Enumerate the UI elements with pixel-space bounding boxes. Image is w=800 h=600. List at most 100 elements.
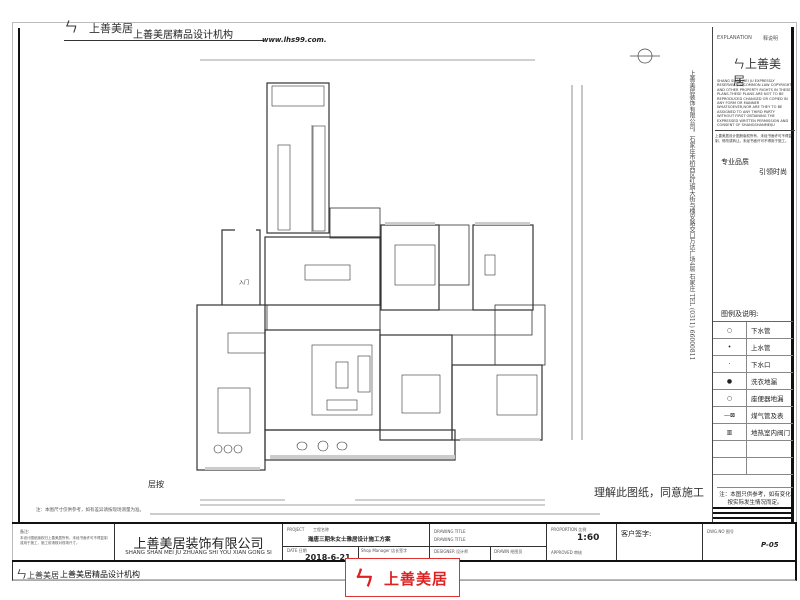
- master-suite: [196, 304, 266, 471]
- stamp-logo-icon: ㄣ: [354, 566, 374, 590]
- company-address: 上善美居装饰有限公司，石家庄市桥西区红旗大街与槐安路交口万达广场4层 石家庄 T…: [688, 70, 695, 361]
- drawn-label: DRAWN 绘图员: [494, 549, 523, 554]
- header-logo: ㄣ上善美居: [64, 20, 133, 36]
- logo-text: 上善美居: [89, 22, 133, 35]
- approved-label: APPROVED 审核: [551, 550, 583, 555]
- bedroom-4: [379, 334, 453, 441]
- legend-row: —⊠ 煤气管及表: [713, 407, 793, 424]
- hallway: [379, 309, 533, 336]
- slogan-2: 引领时尚: [759, 168, 787, 176]
- legend-row: ○ 下水管: [713, 322, 793, 339]
- dining-table: [304, 264, 351, 281]
- header-url[interactable]: www.lhs99.com.: [262, 36, 327, 44]
- plan-note: 注：本图尺寸仅供参考，如有差异请按现场测量为准。: [36, 508, 144, 513]
- water-pipe-icon: •: [713, 339, 747, 355]
- legend-row: ▥ 地热室内阀门: [713, 424, 793, 441]
- logo-text: 上善美居: [733, 57, 782, 88]
- drain-pipe-icon: ○: [713, 322, 747, 338]
- kitchen-counter: [312, 125, 326, 232]
- legend-table: ○ 下水管 • 上水管 · 下水口 ● 洗衣地漏 ○ 座便器地漏 —⊠ 煤气管及表 ▥ 地热室…: [713, 321, 793, 475]
- client-sign-cell: 客户签字:: [617, 524, 703, 560]
- gas-meter-icon: —⊠: [713, 407, 747, 423]
- date-label: DATE 日期: [287, 548, 307, 553]
- brand-stamp: ㄣ 上善美居: [345, 558, 460, 597]
- project-label-cn: 工程名称: [313, 527, 329, 532]
- legend-row: ○ 座便器地漏: [713, 390, 793, 407]
- footer-title: 上善美居精品设计机构: [60, 570, 140, 579]
- bed-2: [394, 244, 436, 286]
- north-arrow-icon: [630, 48, 660, 64]
- bedroom-3: [472, 224, 534, 311]
- remarks-title: 备注:: [20, 529, 30, 534]
- copyright-text: SHANG SHAN MEI JU EXPRESSLY RESERVES ITS…: [717, 79, 792, 128]
- legend-label: 上水管: [751, 344, 771, 352]
- entry-label: 入门: [239, 279, 249, 286]
- date-value: 2018-6-21: [305, 553, 351, 562]
- storage: [329, 207, 381, 239]
- frame-border: [18, 28, 20, 523]
- bedroom-2: [380, 224, 440, 311]
- legend-label: 下水口: [751, 361, 771, 369]
- corridor: [266, 304, 381, 331]
- drain-outlet-icon: ·: [713, 356, 747, 372]
- legend-label: 下水管: [751, 327, 771, 335]
- panel-logo: ㄣ上善美居: [733, 57, 782, 88]
- header-underline: [64, 40, 264, 41]
- legend-label: 座便器地漏: [751, 395, 784, 403]
- drawing-title-label: DRAWING TITLE: [434, 529, 466, 534]
- master-bed: [217, 387, 251, 434]
- legend-row: • 上水管: [713, 339, 793, 356]
- heating-valve-icon: ▥: [713, 424, 747, 440]
- designer-label: DESIGNER 设计师: [434, 549, 468, 554]
- bathroom: [227, 332, 266, 354]
- company-cell: 上善美居装饰有限公司 SHANG SHAN MEI JU ZHUANG SHI …: [115, 524, 283, 560]
- bathroom-2: [438, 224, 470, 286]
- drawing-title-cell: DRAWING TITLE DRAWING TITLE DESIGNER 设计师…: [430, 524, 547, 560]
- explanation-panel: EXPLANATION 释说明 ㄣ上善美居 SHANG SHAN MEI JU …: [712, 27, 795, 524]
- title-block: 备注: 本设计图纸版权归上善美居所有，未经书面许可不得复制或用于施工，施工前请核…: [12, 522, 797, 562]
- floor-drain-icon: ●: [713, 373, 747, 389]
- dining-room: [264, 236, 381, 306]
- legend-label: 地热室内阀门: [751, 429, 790, 437]
- company-name-en: SHANG SHAN MEI JU ZHUANG SHI YOU XIAN GO…: [125, 550, 272, 556]
- remarks-text: 本设计图纸版权归上善美居所有，未经书面许可不得复制或用于施工，施工前请核对现场尺…: [20, 536, 108, 545]
- legend-row-empty: [713, 458, 793, 475]
- legend-label: 煤气管及表: [751, 412, 784, 420]
- slogan-1: 专业品质: [721, 158, 749, 166]
- logo-text: 上善美居: [27, 571, 59, 580]
- remarks-cell: 备注: 本设计图纸版权归上善美居所有，未经书面许可不得复制或用于施工，施工前请核…: [12, 524, 115, 560]
- bed-4: [401, 374, 441, 414]
- toilet-drain-icon: ○: [713, 390, 747, 406]
- scale-value: 1:60: [577, 533, 600, 543]
- kitchen-counter-2: [277, 144, 291, 231]
- legend-row-empty: [713, 441, 793, 458]
- agree-text: 理解此图纸，同意施工: [594, 486, 704, 499]
- rug: [311, 344, 373, 416]
- kitchen-wall: [266, 82, 330, 234]
- project-name: 瀚唐三期朱女士雅居设计施工方案: [308, 537, 391, 543]
- sofa: [357, 355, 371, 393]
- legend-label: 洗衣地漏: [751, 378, 777, 386]
- dwg-no-value: P-05: [761, 541, 779, 549]
- explanation-label: EXPLANATION: [717, 35, 752, 41]
- project-label: PROJECT: [287, 527, 305, 532]
- manager-label: Shop Manager 店长签字: [361, 548, 408, 553]
- header-title: 上善美居精品设计机构: [133, 30, 233, 41]
- drawing-title-label-2: DRAWING TITLE: [434, 537, 466, 542]
- stamp-text: 上善美居: [384, 570, 449, 588]
- explanation-label-cn: 释说明: [763, 36, 779, 42]
- laundry-area: [271, 85, 325, 107]
- scale-cell: PROPORTION 比例 1:60 APPROVED 审核: [547, 524, 617, 560]
- desk: [484, 254, 496, 276]
- legend-note: 注：本图只供参考，如有变化按实际发生情况而定。: [717, 487, 793, 507]
- panel-lines: [713, 504, 793, 519]
- legend-row: · 下水口: [713, 356, 793, 373]
- dwg-no-cell: DWG.NO 图号 P-05: [703, 524, 797, 560]
- company-name: 上善美居装饰有限公司: [133, 537, 264, 552]
- project-cell: PROJECT 工程名称 瀚唐三期朱女士雅居设计施工方案 DATE 日期 201…: [283, 524, 430, 562]
- footer-logo: ㄣ上善美居: [16, 568, 59, 581]
- sofa-2: [326, 399, 358, 411]
- legend-title: 图例及说明:: [721, 310, 759, 318]
- client-signature-label: 客户签字:: [621, 530, 652, 538]
